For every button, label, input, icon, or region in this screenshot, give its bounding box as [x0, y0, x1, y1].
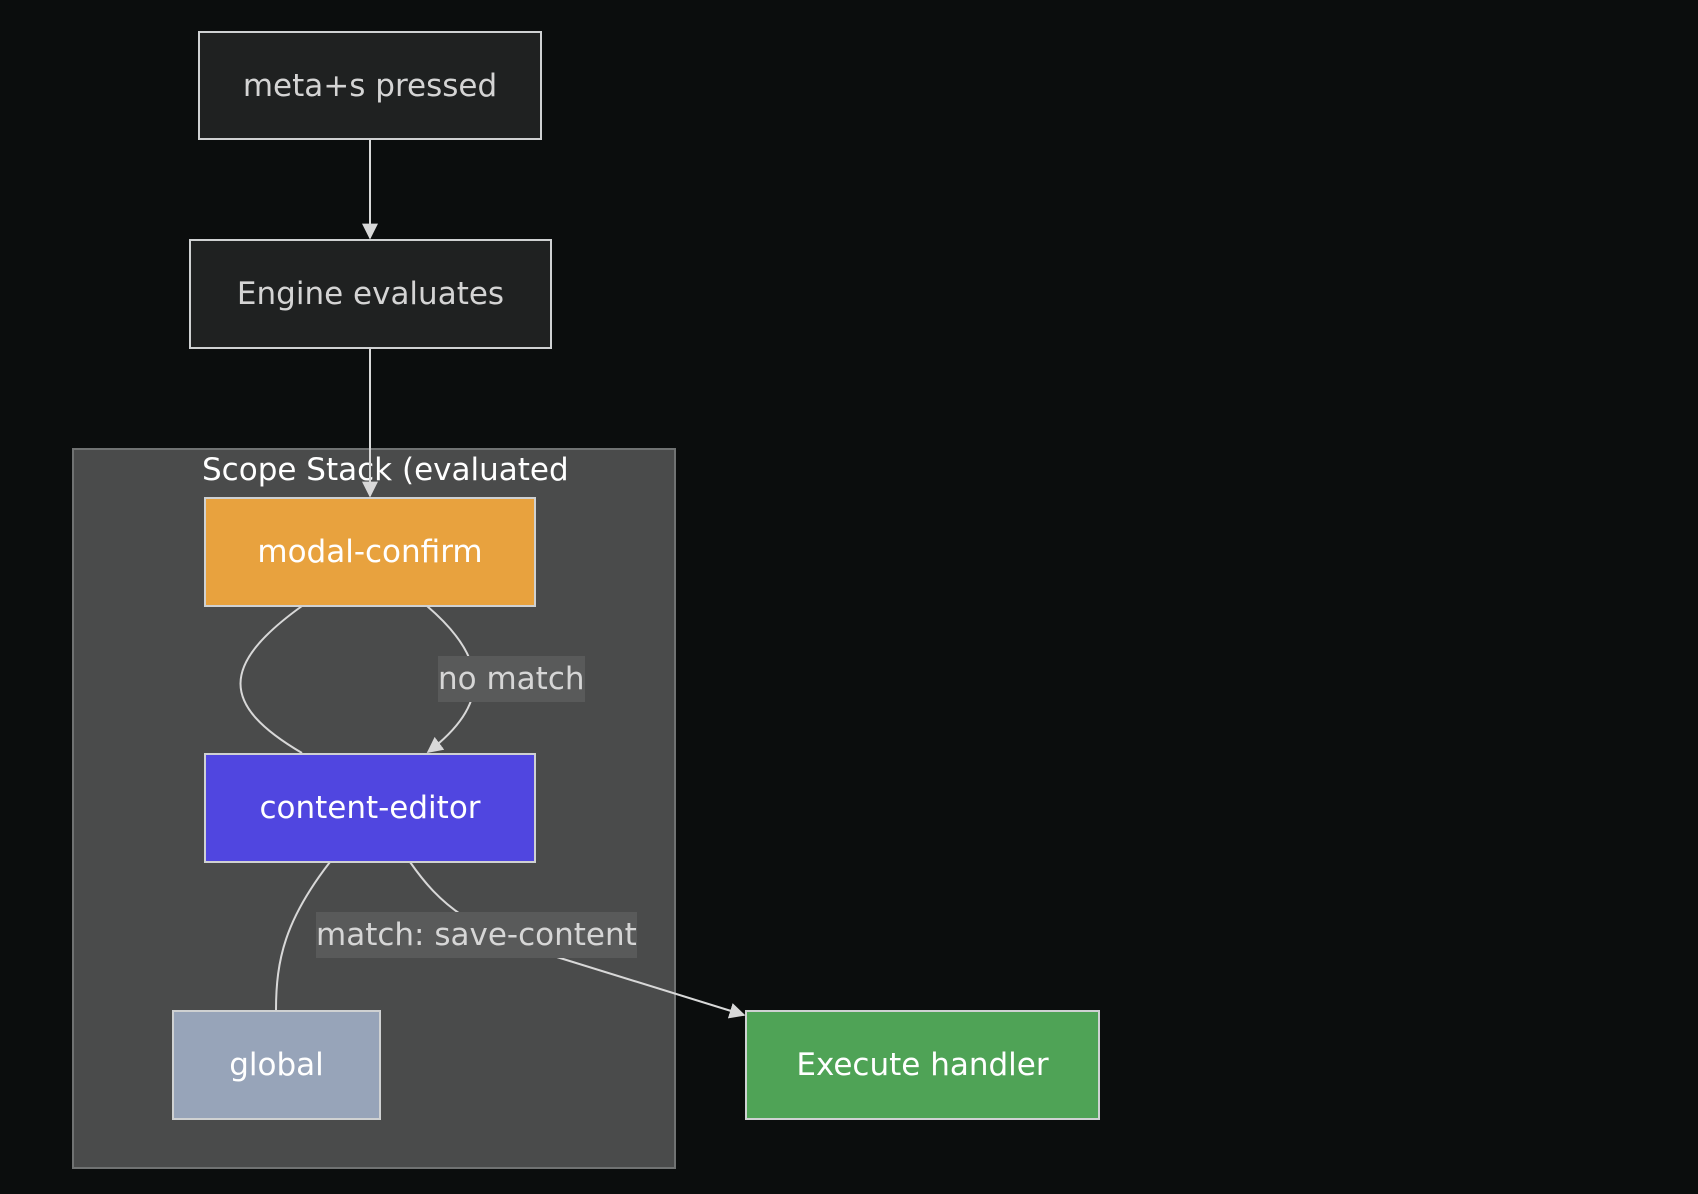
edge-label-no-match: no match	[438, 656, 585, 702]
node-content-editor: content-editor	[204, 753, 536, 863]
cluster-title: Scope Stack (evaluated	[202, 452, 569, 488]
edge-label-match-save: match: save-content	[316, 912, 637, 958]
edge-editor-to-global	[275, 861, 331, 1011]
node-modal-confirm: modal-confirm	[204, 497, 536, 607]
node-execute-handler: Execute handler	[745, 1010, 1100, 1120]
node-meta-pressed: meta+s pressed	[198, 31, 542, 140]
node-engine-evaluates: Engine evaluates	[189, 239, 552, 349]
edge-modal-to-editor-left	[239, 605, 303, 754]
node-global: global	[172, 1010, 381, 1120]
